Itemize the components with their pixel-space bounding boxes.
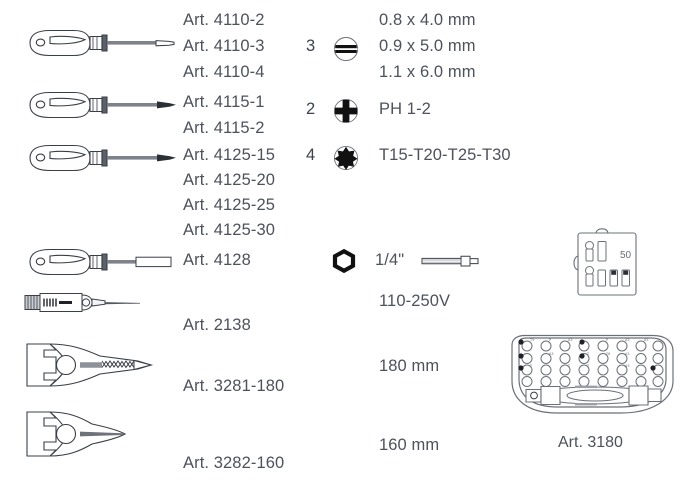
phillips-screwdriver-icon: [22, 88, 182, 122]
svg-text:A3: A3: [625, 338, 629, 342]
article-number: Art. 4125-30: [183, 221, 276, 239]
svg-text:T5: T5: [529, 338, 534, 342]
svg-text:P: P: [606, 338, 608, 342]
quantity-label: 4: [306, 146, 316, 164]
combination-pliers-icon: [22, 340, 167, 390]
article-number: Art. 3282-160: [183, 454, 285, 472]
svg-text:A3: A3: [549, 352, 553, 356]
spec-label: 110-250V: [379, 292, 451, 310]
article-number: Art. 4125-25: [183, 196, 276, 214]
voltage-tester-icon: [22, 289, 162, 317]
spec-label: 1/4": [375, 251, 405, 269]
spec-label: 0.8 x 4.0 mm: [379, 11, 476, 29]
spec-label: PH 1-2: [379, 100, 431, 118]
svg-text:T: T: [586, 352, 590, 356]
bit-case-count-label: 50: [620, 250, 632, 261]
bit-holder-screwdriver-icon: [22, 245, 182, 279]
small-bit-case-icon: [568, 228, 658, 300]
hex-socket-icon: [331, 248, 357, 274]
torx-bit-icon: [333, 145, 359, 171]
svg-text:A5: A5: [644, 338, 648, 342]
article-number: Art. 4125-15: [183, 146, 276, 164]
quantity-label: 2: [306, 100, 316, 118]
spec-label: 180 mm: [379, 357, 440, 375]
svg-text:T: T: [529, 364, 533, 368]
article-number: Art. 4110-2: [183, 11, 265, 29]
diagonal-cutting-pliers-icon: [22, 408, 147, 460]
hex-bit-icon: [421, 252, 479, 270]
article-number: Art. 4110-3: [183, 37, 265, 55]
article-number: Art. 3281-180: [183, 377, 285, 395]
spec-label: 0.9 x 5.0 mm: [379, 37, 476, 55]
article-number: Art. 4110-4: [183, 63, 265, 81]
svg-text:A3: A3: [568, 338, 572, 342]
article-number: Art. 4115-2: [183, 119, 265, 137]
spec-label: T15-T20-T25-T30: [379, 146, 511, 164]
svg-text:P: P: [549, 338, 551, 342]
slotted-bit-icon: [333, 36, 359, 62]
quantity-label: 3: [306, 37, 316, 55]
svg-text:T6: T6: [605, 352, 610, 356]
article-number: Art. 4125-20: [183, 171, 276, 189]
phillips-bit-icon: [333, 98, 359, 124]
article-number: Art. 4115-1: [183, 93, 265, 111]
article-number: Art. 2138: [183, 316, 251, 334]
svg-text:T: T: [586, 364, 590, 368]
svg-text:A3: A3: [625, 364, 629, 368]
spec-label: 160 mm: [379, 436, 440, 454]
flat-screwdriver-icon: [22, 26, 182, 60]
bit-set-case-label: Art. 3180: [558, 434, 623, 451]
article-number: Art. 4128: [183, 251, 251, 269]
svg-text:A3: A3: [625, 352, 629, 356]
svg-text:T: T: [567, 364, 571, 368]
spec-label: 1.1 x 6.0 mm: [379, 63, 476, 81]
torx-screwdriver-icon: [22, 141, 182, 175]
